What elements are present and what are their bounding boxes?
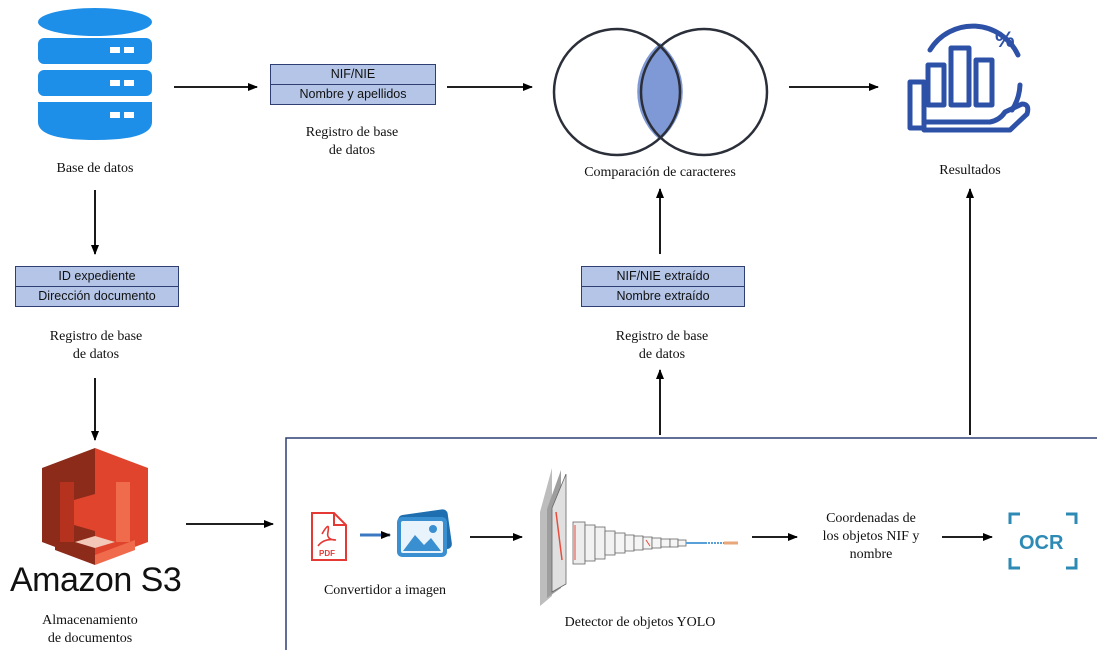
database-caption: Base de datos bbox=[56, 161, 134, 176]
s3-caption: Almacenamiento de documentos bbox=[42, 613, 138, 646]
record-top-field-nombre: Nombre y apellidos bbox=[271, 84, 435, 104]
database-icon bbox=[38, 8, 152, 140]
pdf-tag: PDF bbox=[319, 549, 335, 558]
neural-network-icon bbox=[540, 468, 738, 606]
s3-logo-text: Amazon S3 bbox=[10, 561, 182, 599]
pipeline-frame bbox=[285, 437, 1097, 650]
ocr-icon: OCR bbox=[1008, 512, 1078, 570]
venn-diagram-icon bbox=[552, 27, 769, 157]
record-left-field-direccion: Dirección documento bbox=[16, 286, 178, 306]
converter-caption: Convertidor a imagen bbox=[323, 583, 447, 598]
record-left-caption: Registro de base de datos bbox=[49, 329, 143, 362]
yolo-caption: Detector de objetos YOLO bbox=[564, 615, 716, 630]
ocr-text: OCR bbox=[1019, 532, 1064, 554]
record-mid-box: NIF/NIE extraído Nombre extraído bbox=[581, 266, 745, 307]
record-mid-field-nif: NIF/NIE extraído bbox=[616, 269, 710, 283]
record-mid-caption: Registro de base de datos bbox=[615, 329, 709, 362]
results-chart-icon: % bbox=[907, 23, 1031, 133]
record-top-field-nif: NIF/NIE bbox=[330, 67, 376, 81]
compare-caption: Comparación de caracteres bbox=[584, 165, 736, 180]
results-caption: Resultados bbox=[939, 163, 1001, 178]
record-top-caption: Registro de base de datos bbox=[305, 125, 399, 158]
amazon-s3-icon bbox=[42, 448, 148, 565]
pdf-file-icon: PDF bbox=[311, 512, 347, 561]
record-mid-field-nombre: Nombre extraído bbox=[582, 286, 744, 306]
coords-caption: Coordenadas de los objetos NIF y nombre bbox=[822, 511, 920, 562]
record-left-box: ID expediente Dirección documento bbox=[15, 266, 179, 307]
image-icon bbox=[397, 509, 452, 557]
record-top-box: NIF/NIE Nombre y apellidos bbox=[270, 64, 436, 105]
record-left-field-id: ID expediente bbox=[58, 269, 136, 283]
svg-text:%: % bbox=[995, 27, 1015, 52]
